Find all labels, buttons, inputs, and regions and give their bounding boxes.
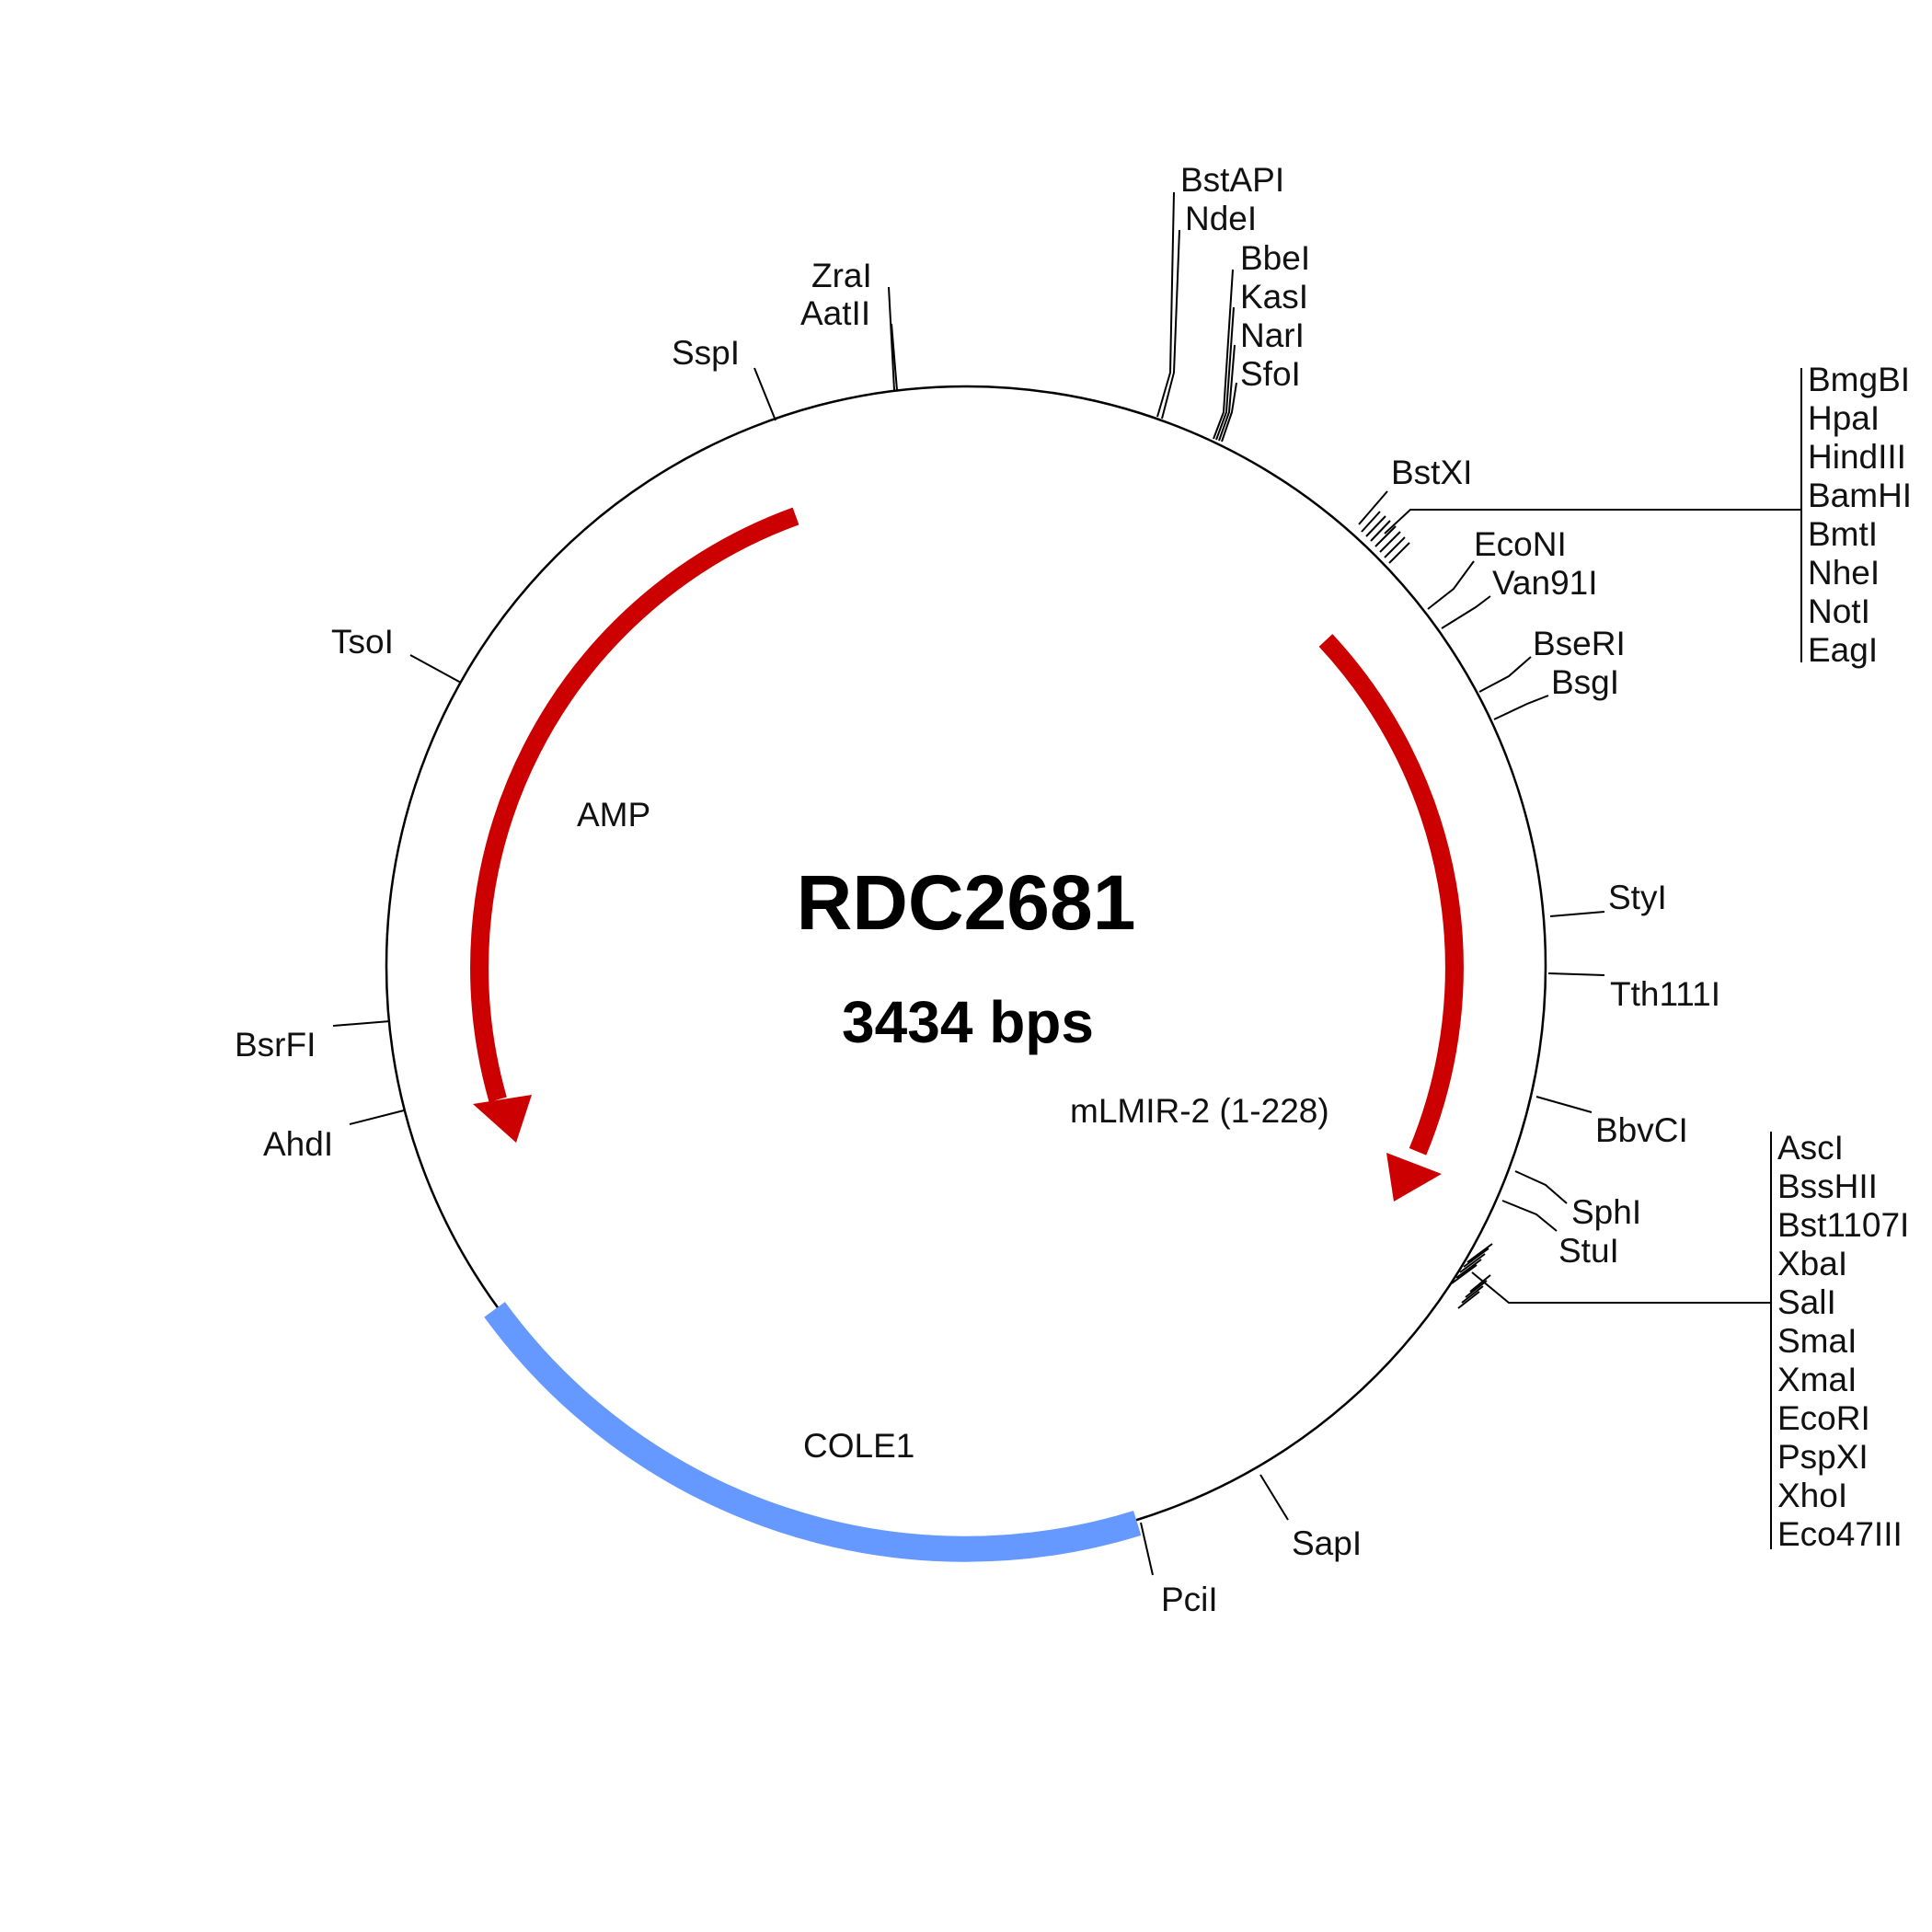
feature-label-mlmir: mLMIR-2 (1-228) (1070, 1092, 1329, 1130)
site-label-nari: NarI (1240, 316, 1305, 354)
amp-arrow-body (470, 507, 799, 1102)
site-label-bbei: BbeI (1240, 239, 1310, 277)
site-label-ahdi: AhdI (263, 1125, 333, 1163)
feature-label-amp: AMP (577, 796, 650, 834)
site-label-bmgbi: BmgBI (1808, 361, 1910, 398)
site-label-xbai: XbaI (1777, 1245, 1847, 1282)
site-label-econi: EcoNI (1474, 525, 1567, 563)
site-label-bst1107i: Bst1107I (1777, 1206, 1909, 1244)
site-label-nhei: NheI (1808, 554, 1880, 592)
site-label-noti: NotI (1808, 592, 1870, 630)
site-label-sfoi: SfoI (1240, 355, 1301, 393)
feature-label-cole1: COLE1 (803, 1427, 914, 1465)
site-label-eco47iii: Eco47III (1777, 1515, 1903, 1553)
site-label-xhoi: XhoI (1777, 1477, 1847, 1514)
site-label-bstxi: BstXI (1391, 454, 1472, 491)
site-label-sali: SalI (1777, 1283, 1836, 1321)
site-label-hindiii: HindIII (1808, 438, 1906, 476)
site-label-bsrfi: BsrFI (235, 1026, 316, 1064)
site-label-zrai: ZraI (811, 257, 872, 294)
site-label-bamhi: BamHI (1808, 477, 1912, 514)
site-label-eagi: EagI (1808, 631, 1878, 669)
cole1-origin-arc (484, 1302, 1142, 1562)
site-label-sphi: SphI (1571, 1193, 1641, 1231)
site-lines (332, 191, 1802, 1576)
site-label-ecori: EcoRI (1777, 1399, 1870, 1437)
plasmid-size: 3434 bps (842, 989, 1094, 1055)
site-label-hpai: HpaI (1808, 399, 1880, 437)
site-label-aatii: AatII (800, 294, 870, 332)
site-label-pspxi: PspXI (1777, 1438, 1869, 1476)
site-label-bsgi: BsgI (1551, 663, 1619, 701)
site-label-asci: AscI (1777, 1129, 1844, 1167)
site-label-tsoi: TsoI (331, 623, 394, 661)
site-label-ndei: NdeI (1185, 200, 1257, 237)
site-label-smai: SmaI (1777, 1322, 1857, 1360)
site-label-xmai: XmaI (1777, 1361, 1857, 1398)
site-label-stui: StuI (1558, 1232, 1619, 1270)
site-label-pcii: PciI (1161, 1581, 1218, 1618)
site-label-bsshii: BssHII (1777, 1167, 1878, 1205)
mlmir-arrow-body (1318, 634, 1464, 1156)
site-label-tth111i: Tth111I (1610, 975, 1720, 1013)
plasmid-name: RDC2681 (797, 859, 1136, 946)
site-label-styi: StyI (1608, 879, 1667, 916)
site-label-kasi: KasI (1240, 278, 1308, 316)
site-label-bmti: BmtI (1808, 515, 1878, 553)
site-label-van91i: Van91I (1492, 564, 1598, 602)
site-label-bseri: BseRI (1533, 625, 1626, 662)
mlmir-arrow-head (1386, 1153, 1442, 1202)
amp-arrow-head (473, 1095, 532, 1143)
site-label-sspi: SspI (672, 334, 740, 372)
site-label-bbvci: BbvCI (1595, 1111, 1688, 1149)
site-label-sapi: SapI (1292, 1524, 1362, 1562)
site-label-bstapi: BstAPI (1180, 161, 1284, 199)
